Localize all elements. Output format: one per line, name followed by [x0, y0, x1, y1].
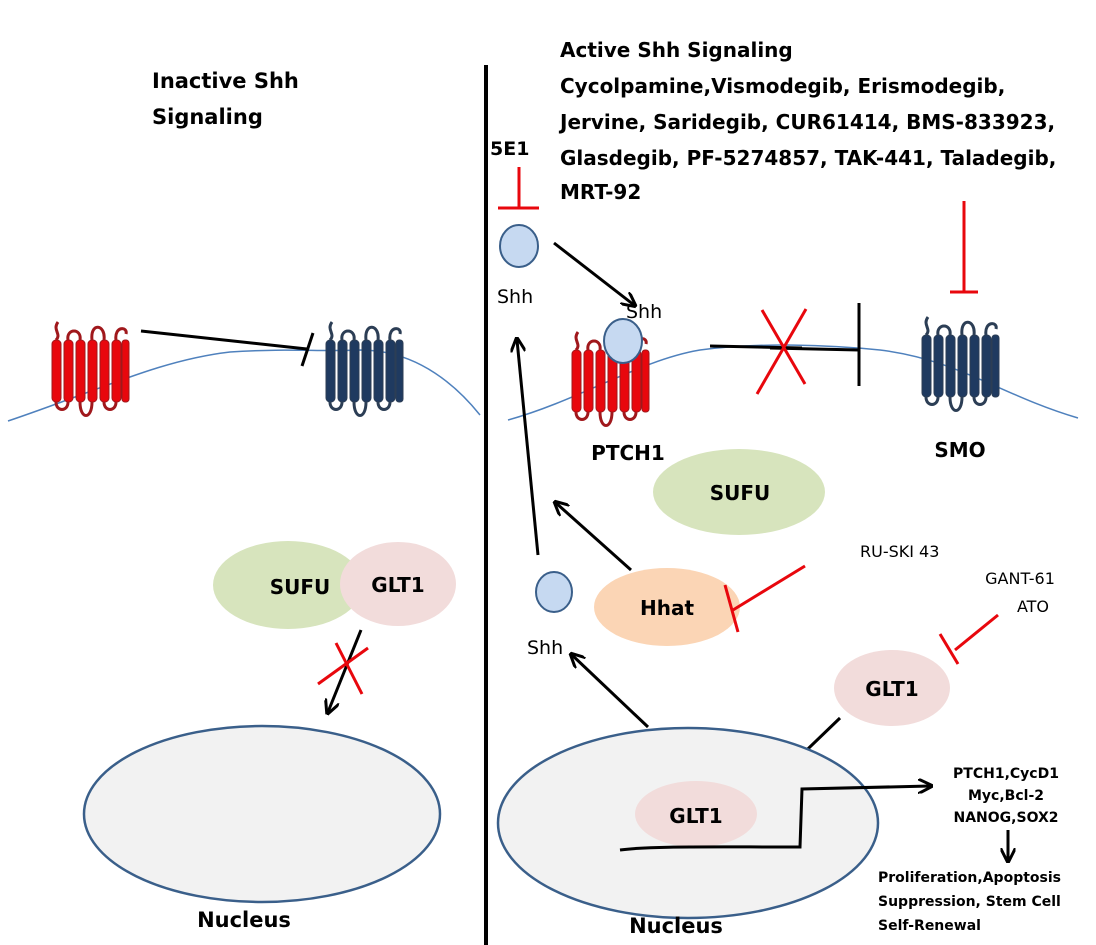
left-sufu-node: [213, 541, 363, 629]
glt1-nuclear-node: [635, 781, 757, 847]
shh-bound-ligand-icon: [603, 318, 643, 364]
left-nucleus-label: Nucleus: [197, 908, 291, 932]
smo-inhibitors-line3: Glasdegib, PF-5274857, TAK-441, Taladegi…: [560, 146, 1056, 170]
left-blocked-arrow: [328, 629, 363, 712]
hhat-inhibitor-line: [732, 564, 806, 612]
glt1-nuclear-label: GLT1: [669, 804, 722, 828]
gant-61-label: GANT-61: [985, 569, 1055, 588]
target-genes-line2: Myc,Bcl-2: [968, 788, 1044, 804]
left-block-x-icon: [334, 642, 364, 695]
right-title: Active Shh Signaling: [560, 38, 793, 62]
glt1-cyto-node: [834, 650, 950, 726]
glt1-cyto-label: GLT1: [865, 677, 918, 701]
smo-label: SMO: [934, 438, 985, 462]
shh-free-label: Shh: [497, 286, 533, 308]
outcome-line1: Proliferation,Apoptosis: [878, 870, 1061, 886]
glt1-inhibitor-bar: [938, 633, 960, 665]
hhat-to-shh-arrow: [556, 503, 632, 572]
left-inhibition-bar: [300, 332, 315, 367]
hhat-inhibitor-bar: [723, 584, 740, 633]
left-title-line1: Inactive Shh: [152, 69, 299, 93]
target-genes-line1: PTCH1,CycD1: [953, 766, 1059, 782]
hhat-label: Hhat: [640, 596, 694, 620]
left-ptch1-inhibits-smo-line: [140, 329, 308, 351]
shh-to-ptch1-arrow: [553, 241, 634, 305]
shh-lower-label: Shh: [527, 637, 563, 659]
antibody-5e1-label: 5E1: [490, 138, 529, 160]
ru-ski-43-label: RU-SKI 43: [860, 542, 939, 561]
left-glt1-label: GLT1: [371, 573, 424, 597]
left-smo-receptor-icon: [324, 320, 405, 417]
outcome-line3: Self-Renewal: [878, 918, 981, 934]
hhat-node: [594, 568, 740, 646]
ptch1-label: PTCH1: [591, 441, 665, 465]
smo-inhibitors-line4: MRT-92: [560, 180, 641, 204]
right-nucleus-label: Nucleus: [629, 914, 723, 938]
left-sufu-label: SUFU: [270, 575, 331, 599]
smo-inhibitors-line2: Jervine, Saridegib, CUR61414, BMS-833923…: [558, 110, 1055, 134]
sufu-node: [653, 449, 825, 535]
smo-receptor-icon: [920, 315, 1001, 412]
left-glt1-node: [340, 542, 456, 626]
nucleus-to-shh-arrow: [572, 655, 650, 729]
relief-x-icon-2: [755, 308, 808, 395]
ato-label: ATO: [1017, 597, 1049, 616]
gene-transcription-arrow: [619, 786, 930, 852]
left-nucleus: [82, 724, 442, 904]
shh-secretion-arrow: [517, 340, 540, 556]
shh-lower-ligand-icon: [535, 571, 573, 613]
left-title-line2: Signaling: [152, 105, 263, 129]
smo-inhibitors-line1: Cycolpamine,Vismodegib, Erismodegib,: [560, 74, 1005, 98]
left-block-x-icon-2: [317, 646, 369, 686]
sufu-label: SUFU: [710, 481, 771, 505]
shh-free-ligand-icon: [499, 224, 539, 268]
target-genes-line3: NANOG,SOX2: [954, 810, 1059, 826]
glt1-inhibitor-line: [954, 613, 999, 652]
outcome-line2: Suppression, Stem Cell: [878, 894, 1061, 910]
shh-bound-label: Shh: [626, 301, 662, 323]
